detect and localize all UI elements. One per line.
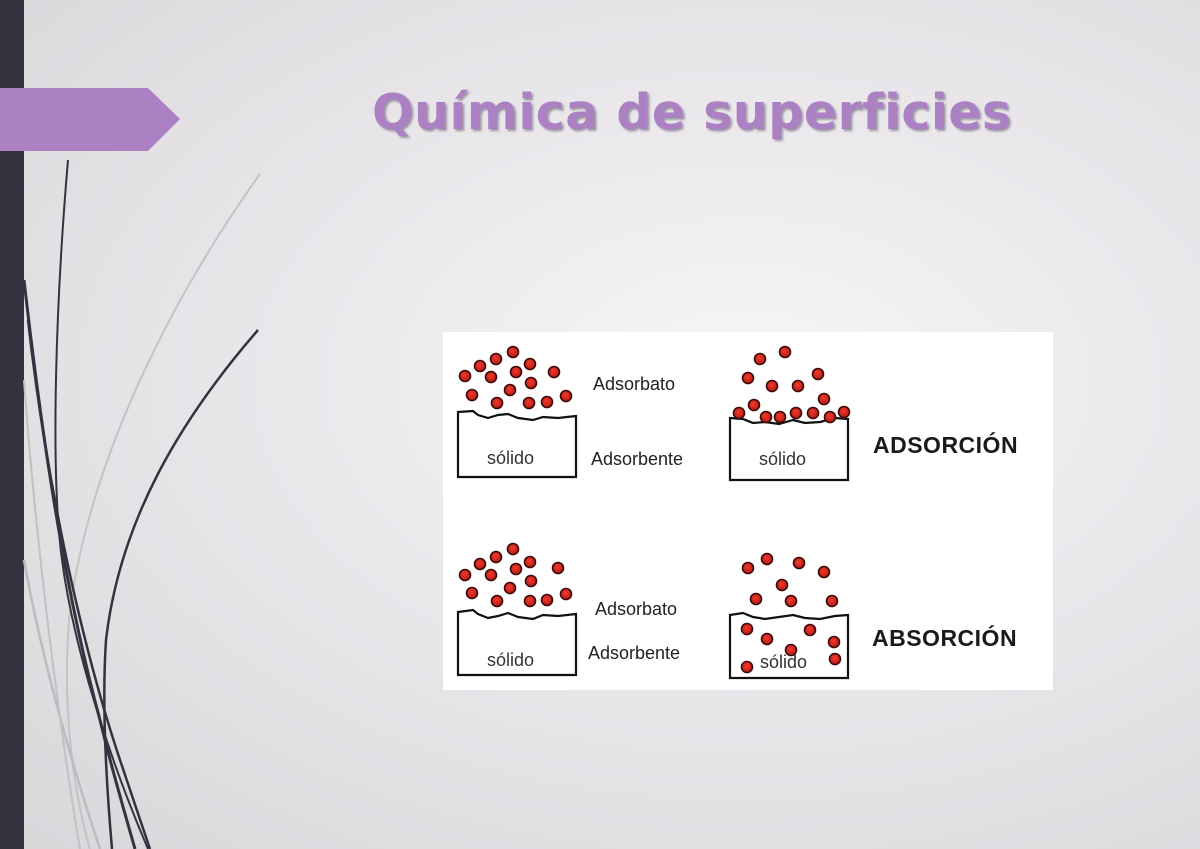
solid-label: sólido	[487, 650, 535, 670]
adsorption-absorption-figure: Adsorbato Adsorbente sólido sólido ADSOR…	[443, 332, 1053, 690]
title-accent-arrow	[0, 88, 180, 151]
adsorbate-particles-row2	[458, 542, 573, 608]
page-title: Química de superficies	[372, 84, 1012, 141]
solid-label: sólido	[487, 448, 535, 468]
adsorbate-label: Adsorbato	[595, 599, 678, 619]
decorative-swooshes	[22, 159, 261, 849]
adsorbent-label: Adsorbente	[588, 643, 681, 663]
solid-label: sólido	[760, 652, 808, 672]
adsorbent-label: Adsorbente	[591, 449, 684, 469]
adsorbate-particles	[458, 345, 573, 410]
adsorbate-label: Adsorbato	[593, 374, 676, 394]
diagram-graphics	[456, 345, 851, 680]
solid-label: sólido	[759, 449, 807, 469]
adsorption-label: ADSORCIÓN	[873, 432, 1019, 458]
adsorbed-particles	[732, 345, 851, 424]
absorption-label: ABSORCIÓN	[872, 625, 1018, 651]
